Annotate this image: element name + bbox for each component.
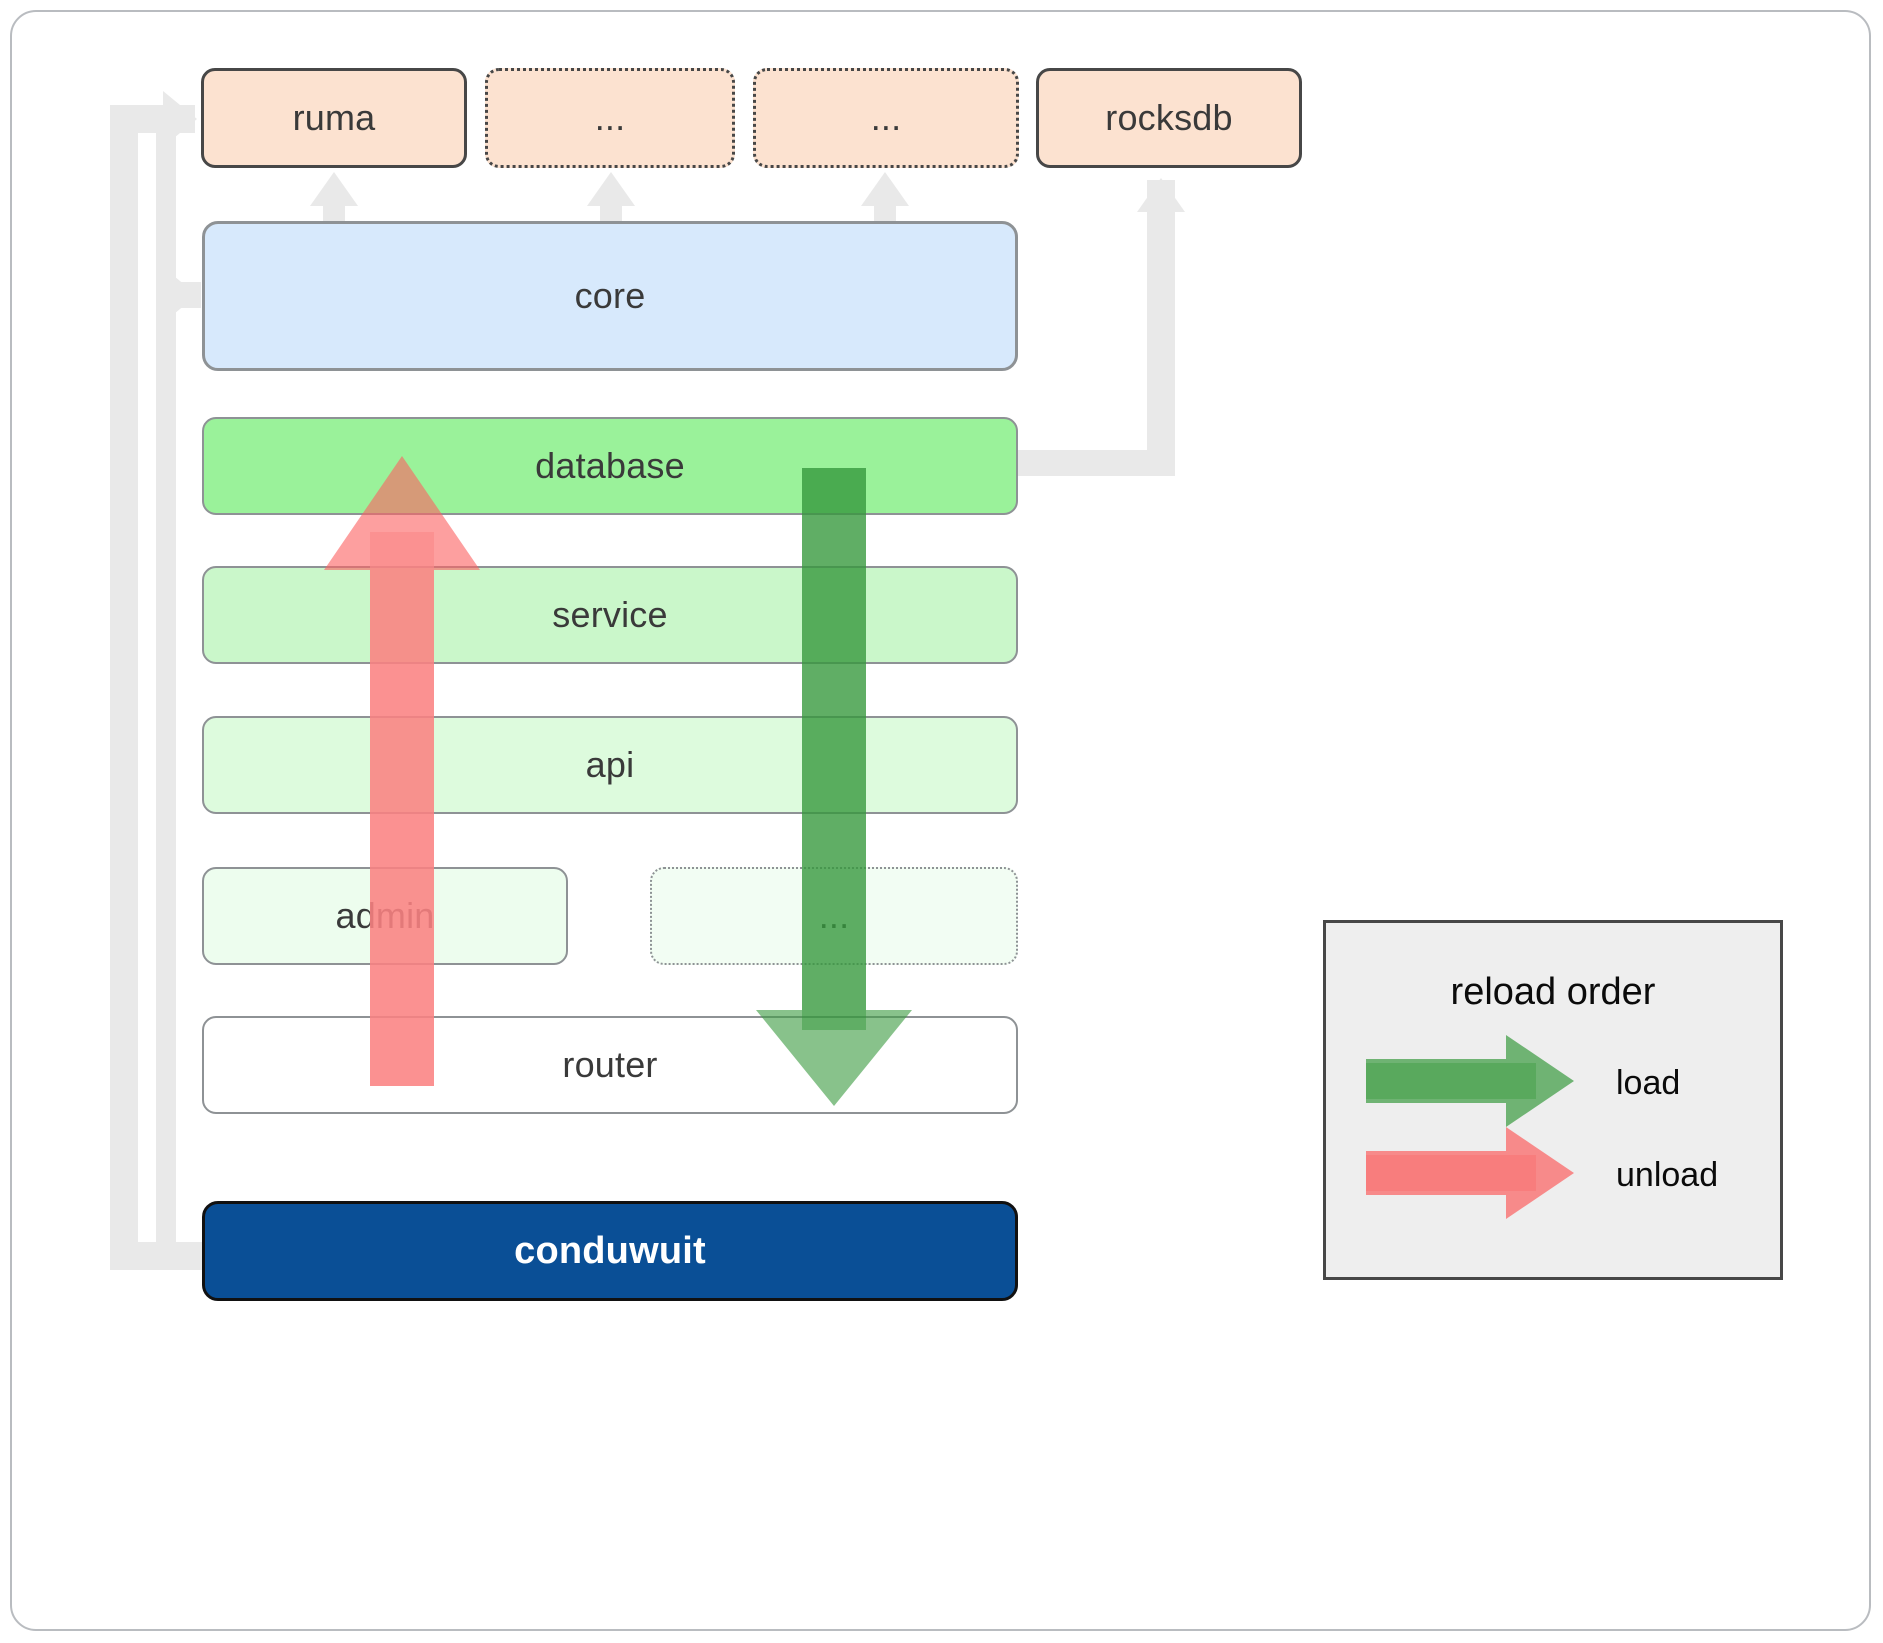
layer-label-router: router xyxy=(562,1044,658,1085)
legend-label-load: load xyxy=(1616,1064,1681,1102)
connector-arrow-to-core-icon xyxy=(163,267,197,323)
layer-label-admin: admin xyxy=(335,895,435,936)
layer-box-core[interactable]: core xyxy=(202,221,1018,371)
legend-title: reload order xyxy=(1450,971,1656,1013)
dependency-label-dots-a: ... xyxy=(594,97,626,138)
connector-arrow-to-rocksdb-icon xyxy=(1137,178,1185,212)
dependency-box-dots-b[interactable]: ... xyxy=(753,68,1019,168)
dependency-label-ruma: ruma xyxy=(292,97,376,138)
connector-arrow-to-ruma-icon xyxy=(163,91,197,147)
connector-left-bus-outer xyxy=(110,105,138,1270)
legend-unload-arrow-core xyxy=(1366,1155,1536,1191)
legend-arrows xyxy=(1366,1035,1574,1219)
layer-label-api: api xyxy=(585,744,635,785)
layer-label-database: database xyxy=(535,445,685,486)
connector-left-bus-inner xyxy=(156,105,176,1270)
connector-rocksdb-to-database xyxy=(1018,450,1175,476)
layer-box-database[interactable]: database xyxy=(202,417,1018,515)
connector-arrow-up-ruma-icon xyxy=(310,172,358,206)
dependency-box-dots-a[interactable]: ... xyxy=(485,68,735,168)
layer-label-dots-c: ... xyxy=(818,895,850,936)
legend-label-unload: unload xyxy=(1616,1156,1719,1194)
legend-unload-arrow-icon xyxy=(1366,1127,1574,1219)
legend-load-arrow-core xyxy=(1366,1063,1536,1099)
legend-panel: reload order load unload xyxy=(1323,920,1783,1280)
layer-box-api[interactable]: api xyxy=(202,716,1018,814)
connector-arrow-up-dotsb-icon xyxy=(861,172,909,206)
connector-rocksdb-vertical xyxy=(1147,180,1175,460)
layer-box-router[interactable]: router xyxy=(202,1016,1018,1114)
dependency-box-ruma[interactable]: ruma xyxy=(201,68,467,168)
layer-label-service: service xyxy=(552,594,668,635)
dependency-label-dots-b: ... xyxy=(870,97,902,138)
layer-box-service[interactable]: service xyxy=(202,566,1018,664)
layer-box-admin[interactable]: admin xyxy=(202,867,568,965)
layer-box-dots-c[interactable]: ... xyxy=(650,867,1018,965)
application-box-conduwuit[interactable]: conduwuit xyxy=(202,1201,1018,1301)
legend-load-arrow-icon xyxy=(1366,1035,1574,1127)
dependency-box-rocksdb[interactable]: rocksdb xyxy=(1036,68,1302,168)
connector-arrow-up-dotsa-icon xyxy=(587,172,635,206)
layer-label-core: core xyxy=(574,275,646,316)
dependency-label-rocksdb: rocksdb xyxy=(1105,97,1233,138)
application-label-conduwuit: conduwuit xyxy=(514,1229,706,1272)
